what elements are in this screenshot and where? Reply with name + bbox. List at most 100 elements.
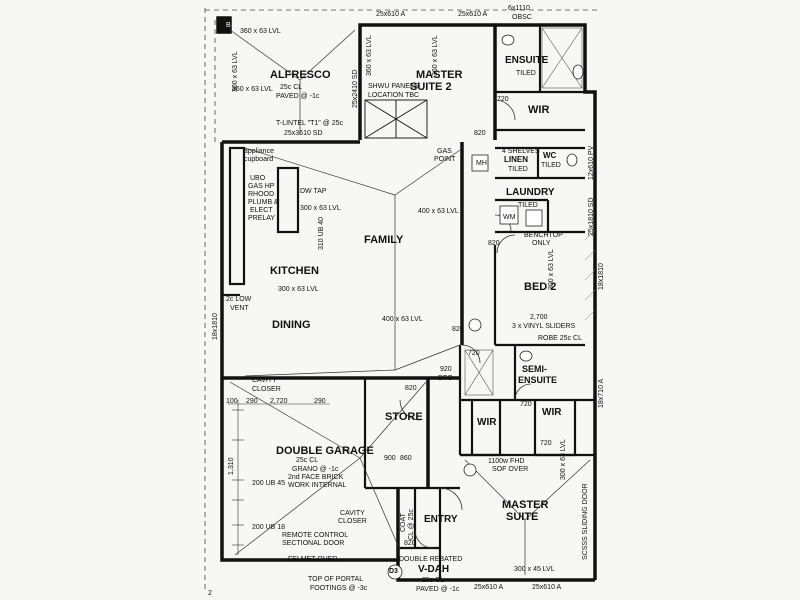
note-dim-2700: 2,700	[530, 314, 548, 321]
note-closer: CLOSER	[252, 386, 281, 393]
room-label-wir-top: WIR	[528, 104, 550, 116]
note-coat: COAT	[400, 513, 407, 532]
note-sof-over: SOF OVER	[492, 466, 529, 473]
note-right-sd: 25x1810 SD	[588, 197, 595, 236]
room-label-kitchen: KITCHEN	[270, 265, 319, 277]
dim-820-d: 820	[452, 326, 464, 333]
note-low-vent: 2c LOW	[226, 296, 252, 303]
dim-720-d: 720	[497, 96, 509, 103]
note-wm: WM	[503, 214, 516, 221]
note-top-beam-2: 25x610 A	[458, 11, 488, 18]
note-tiled-laundry: TILED	[518, 202, 538, 209]
note-bed2-lvl: 300 x 63 LVL	[548, 249, 555, 290]
dim-820-b: 820	[474, 130, 486, 137]
dim-2720: 2,720	[270, 398, 288, 405]
note-tiled-ensuite: TILED	[516, 70, 536, 77]
note-work-internal: WORK INTERNAL	[288, 482, 347, 489]
note-appliance: appliance	[244, 148, 274, 155]
note-ms-beam-2: 25x610 A	[532, 584, 562, 591]
note-rhood: RHOOD	[248, 191, 275, 198]
note-benchtop: BENCHTOP	[524, 232, 563, 239]
note-top-beam-1: 25x610 A	[376, 11, 406, 18]
note-vdah-cl: 25c CL	[422, 577, 445, 584]
note-family-lvl: 400 x 63 LVL	[418, 208, 459, 215]
note-alfresco-lvl3: 360 x 63 LVL	[232, 86, 273, 93]
note-alfresco-lvl: 360 x 63 LVL	[240, 28, 281, 35]
note-tiled-linen: TILED	[508, 166, 528, 173]
note-double-rebated: DOUBLE REBATED	[399, 556, 463, 563]
room-label-wir-right: WIR	[542, 407, 562, 418]
dim-720-b: 720	[520, 401, 532, 408]
note-ubo: UBO	[250, 175, 266, 182]
room-label-master-suite-2: MASTER	[416, 69, 463, 81]
page-number: 2	[208, 590, 212, 597]
note-plumb: PLUMB &	[248, 199, 279, 206]
note-ub45: 200 UB 45	[252, 480, 286, 487]
note-sliding-door: SCSSS SLIDING DOOR	[582, 483, 589, 560]
note-vinyl-sliders: 3 x VINYL SLIDERS	[512, 323, 576, 330]
note-face-brick: 2nd FACE BRICK	[288, 474, 344, 481]
dim-820-a: 820	[405, 385, 417, 392]
note-cupboard: cupboard	[244, 156, 274, 163]
room-label-wc: WC	[543, 151, 557, 160]
dim-720-a: 720	[468, 350, 480, 357]
dim-820-e: 820	[404, 540, 416, 547]
dim-100: 100	[226, 398, 238, 405]
note-alfresco-paved: PAVED @ -1c	[276, 93, 320, 100]
room-label-linen: LINEN	[504, 155, 528, 164]
dim-290-a: 290	[246, 398, 258, 405]
note-gas: GAS	[437, 148, 452, 155]
note-left-18x1810: 18x1810	[212, 313, 219, 340]
note-robe: ROBE 25c CL	[538, 335, 582, 342]
note-ms2-lvl: 360 x 63 LVL	[366, 35, 373, 76]
note-right-lvl: 300 x 63 LVL	[560, 439, 567, 480]
dim-820-c: 820	[488, 240, 500, 247]
note-lintel: T-LINTEL "T1" @ 25c	[276, 120, 344, 127]
room-label-master-suite-2-line2: SUITE 2	[410, 81, 452, 93]
note-ms-lvl: 300 x 45 LVL	[514, 566, 555, 573]
note-tiled-wc: TILED	[541, 162, 561, 169]
room-label-entry: ENTRY	[424, 514, 458, 525]
note-right-pv: 12x610 PV	[588, 145, 595, 180]
note-ms-beam-1: 25x610 A	[474, 584, 504, 591]
note-kitchen-lvl: 300 x 63 LVL	[300, 205, 341, 212]
note-coat-cl: CL @ 25c	[408, 509, 415, 540]
note-remote-control: REMOTE CONTROL	[282, 532, 349, 539]
note-location-tbc: LOCATION TBC	[368, 92, 420, 99]
note-elect: ELECT	[250, 207, 273, 214]
corner-marker: B	[226, 22, 231, 29]
room-label-master-suite-line2: SUITE	[506, 511, 539, 523]
room-label-ensuite: ENSUITE	[505, 55, 549, 66]
note-gas-hp: GAS HP	[248, 183, 275, 190]
room-label-verandah: V-DAH	[418, 564, 450, 575]
note-top-of-portal: TOP OF PORTAL	[308, 576, 364, 583]
note-closer-2: CLOSER	[338, 518, 367, 525]
dim-720-c: 720	[540, 440, 552, 447]
room-label-dining: DINING	[272, 319, 311, 331]
note-point: POINT	[434, 156, 456, 163]
room-label-laundry: LAUNDRY	[506, 187, 555, 198]
note-d3-marker: D3	[389, 568, 398, 575]
note-obsc: OBSC	[512, 14, 532, 21]
room-label-family: FAMILY	[364, 234, 404, 246]
room-label-store: STORE	[385, 411, 423, 423]
room-label-wir-left: WIR	[477, 417, 497, 428]
note-dw-tap: DW TAP	[300, 188, 327, 195]
note-vent: VENT	[230, 305, 249, 312]
dim-290-b: 290	[314, 398, 326, 405]
note-garage-grano: GRANO @ -1c	[292, 466, 339, 473]
note-cavity: CAVITY	[252, 377, 277, 384]
note-dining-lvl: 400 x 63 LVL	[382, 316, 423, 323]
note-fhd: 1100w FHD	[488, 458, 525, 465]
note-prelay: PRELAY	[248, 215, 276, 222]
dim-860: 860	[400, 455, 412, 462]
note-mh: MH	[476, 160, 487, 167]
note-alfresco-sd: 25x3610 SD	[284, 130, 323, 137]
note-kitchen-lvl2: 300 x 63 LVL	[278, 286, 319, 293]
note-alfresco-cl: 25c CL	[280, 84, 303, 91]
note-sectional-door: SECTIONAL DOOR	[282, 540, 345, 547]
note-4-shelves: 4 SHELVES	[502, 148, 540, 155]
note-right-18x710: 18x710 A	[598, 378, 605, 408]
